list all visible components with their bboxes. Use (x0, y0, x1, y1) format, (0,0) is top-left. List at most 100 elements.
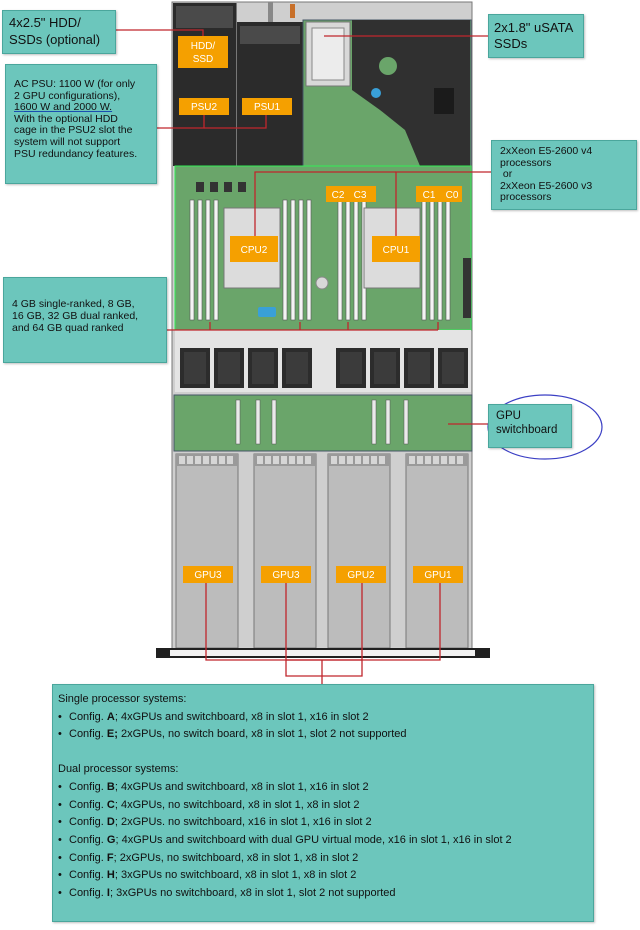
config-letter: A (106, 710, 115, 723)
config-prefix: Config. (69, 869, 107, 882)
callout-gpu-switchboard-line2: switchboard (496, 423, 558, 436)
config-item: Config. I; 3xGPUs no switchboard, x8 in … (58, 885, 585, 903)
config-item: Config. E; 2xGPUs, no switch board, x8 i… (58, 726, 585, 744)
pcie-slot (271, 399, 277, 445)
config-text: ; 3xGPUs no switchboard, x8 in slot 1, s… (109, 887, 396, 900)
callout-cpu-line1: 2xXeon E5-2600 v4 (500, 145, 593, 157)
config-prefix: Config. (69, 833, 107, 846)
gpu-vent-slot (417, 456, 423, 464)
config-letter: E; (106, 728, 118, 741)
label-psu2: PSU2 (179, 98, 229, 115)
label-gpu-box (261, 566, 311, 583)
callout-cpu: 2xXeon E5-2600 v4 processors or 2xXeon E… (491, 140, 637, 210)
callout-hdd-line1: 4x2.5" HDD/ (9, 15, 81, 30)
callout-usata-line1: 2x1.8" uSATA (494, 20, 574, 35)
label-psu1-text: PSU1 (254, 102, 281, 113)
callout-hdd-line2: SSDs (optional) (9, 32, 101, 47)
gpu-cards (175, 453, 469, 649)
callout-memory-line3: and 64 GB quad ranked (12, 321, 124, 334)
fan-grille (340, 352, 362, 384)
config-letter: B (106, 780, 115, 793)
fan-grille (442, 352, 464, 384)
dimm-slot (353, 199, 359, 321)
dimm-slot (189, 199, 195, 321)
gpu-vent-slot (227, 456, 233, 464)
dimm-slot (298, 199, 304, 321)
gpu-switchboard (173, 394, 473, 452)
dimm-slot (437, 199, 443, 321)
config-letter: G (106, 833, 116, 846)
gpu-vent-slot (305, 456, 311, 464)
gpu-card (327, 453, 391, 649)
board-connector (238, 182, 246, 192)
config-letter: D (106, 816, 115, 829)
psu-bay (173, 2, 303, 166)
dual-processor-heading: Dual processor systems: (58, 763, 179, 776)
label-gpu-box (413, 566, 463, 583)
config-item: Config. G; 4xGPUs and switchboard with d… (58, 832, 585, 850)
label-gpu: GPU2 (336, 566, 386, 583)
label-gpu-box (336, 566, 386, 583)
gpu-vent-slot (371, 456, 377, 464)
gpu-vent-slot (433, 456, 439, 464)
pcie-slot (235, 399, 241, 445)
label-gpu: GPU3 (261, 566, 311, 583)
fan-grille (218, 352, 240, 384)
callout-cpu-line2: processors (500, 156, 552, 169)
gpu-vent-slot (331, 456, 337, 464)
label-c2-text: C2 (332, 190, 345, 201)
config-list-box: Single processor systems: Config. A; 4xG… (52, 684, 594, 922)
label-gpu-text: GPU2 (347, 570, 375, 581)
board-connector (224, 182, 232, 192)
label-hdd-ssd-line2: SSD (193, 54, 214, 65)
pcie-slot (371, 399, 377, 445)
label-hdd-ssd: HDD/ SSD (178, 36, 228, 68)
fan-grille (184, 352, 206, 384)
gpu-vent-slot (289, 456, 295, 464)
label-c3-text: C3 (354, 190, 367, 201)
callout-cpu-line3: or (500, 168, 513, 181)
fan-grille (286, 352, 308, 384)
dimm-slot (429, 199, 435, 321)
config-letter: I (106, 887, 110, 900)
dimm-slot (306, 199, 312, 321)
label-c2-c3: C2 C3 (326, 186, 376, 202)
gpu-vent-slot (425, 456, 431, 464)
dimm-slot (337, 199, 343, 321)
label-gpu-text: GPU3 (194, 570, 222, 581)
config-prefix: Config. (69, 851, 107, 864)
fan-grille (408, 352, 430, 384)
gpu-vent-slot (457, 456, 463, 464)
config-item: Config. H; 3xGPUs no switchboard, x8 in … (58, 867, 585, 885)
gpu-vent-slot (273, 456, 279, 464)
config-letter: C (106, 798, 115, 811)
label-psu1: PSU1 (242, 98, 292, 115)
callout-memory-line2: 16 GB, 32 GB dual ranked, (12, 309, 139, 322)
pcie-slot (255, 399, 261, 445)
config-text: 2xGPUs, no switch board, x8 in slot 1, s… (117, 728, 407, 741)
callout-psu: AC PSU: 1100 W (for only 2 GPU configura… (5, 64, 157, 184)
pcie-slot (385, 399, 391, 445)
config-item: Config. B; 4xGPUs and switchboard, x8 in… (58, 779, 585, 797)
callout-gpu-switchboard-line1: GPU (496, 410, 521, 422)
label-gpu: GPU1 (413, 566, 463, 583)
gpu-vent-slot (449, 456, 455, 464)
dimm-slot (345, 199, 351, 321)
gpu-vent-slot (441, 456, 447, 464)
fan-grille (374, 352, 396, 384)
gpu-card (175, 453, 239, 649)
config-letter: F (106, 851, 114, 864)
gpu-vent-slot (297, 456, 303, 464)
gpu-vent-slot (265, 456, 271, 464)
label-gpu-text: GPU3 (272, 570, 300, 581)
config-letter: H (106, 869, 115, 882)
label-c1-text: C1 (423, 190, 436, 201)
config-prefix: Config. (69, 728, 107, 741)
gpu-vent-slot (257, 456, 263, 464)
label-psu2-text: PSU2 (191, 102, 218, 113)
gpu-vent-slot (211, 456, 217, 464)
dimm-slot (421, 199, 427, 321)
callout-psu-note1: With the optional HDD (14, 112, 118, 125)
config-text: ; 2xGPUs. no switchboard, x16 in slot 1,… (114, 816, 372, 829)
config-text: ; 2xGPUs, no switchboard, x8 in slot 1, … (113, 851, 359, 864)
